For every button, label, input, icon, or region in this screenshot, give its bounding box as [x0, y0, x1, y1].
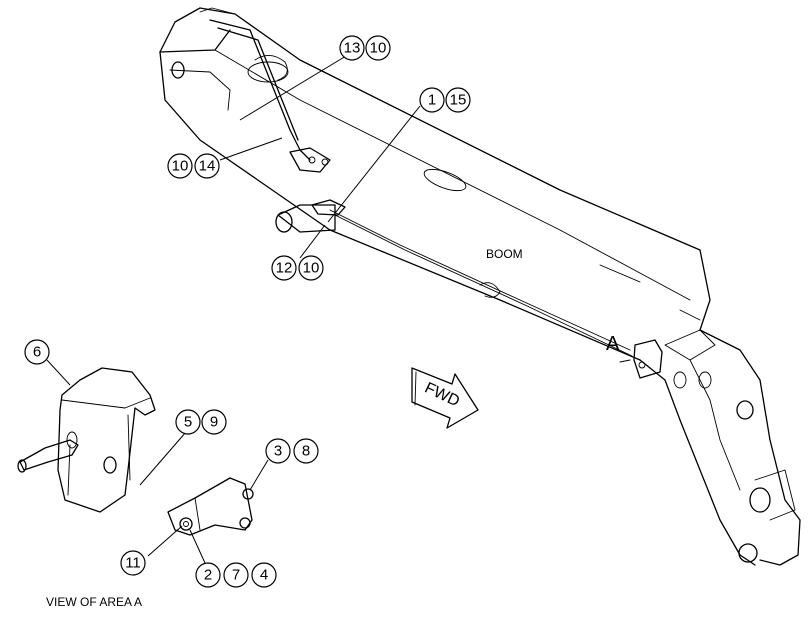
- boom-body: [159, 7, 711, 361]
- svg-text:9: 9: [210, 414, 218, 431]
- callout-8: 8: [293, 438, 319, 464]
- area-a-bracket-on-boom: [619, 339, 663, 379]
- svg-text:2: 2: [204, 567, 212, 584]
- svg-text:7: 7: [232, 567, 240, 584]
- svg-text:13: 13: [344, 40, 361, 57]
- detail-view-area-a: [17, 367, 254, 536]
- callout-3: 3: [265, 438, 291, 464]
- svg-text:11: 11: [125, 555, 141, 572]
- svg-text:5: 5: [184, 414, 192, 431]
- view-caption: VIEW OF AREA A: [46, 595, 142, 609]
- callout-10: 10: [298, 255, 324, 281]
- svg-text:14: 14: [199, 158, 216, 175]
- svg-text:6: 6: [33, 344, 41, 361]
- callout-4: 4: [251, 562, 277, 588]
- svg-text:12: 12: [276, 260, 293, 277]
- boom-label: BOOM: [486, 247, 523, 261]
- callout-1: 1: [419, 87, 445, 113]
- svg-text:3: 3: [274, 443, 282, 460]
- callout-15: 15: [445, 87, 471, 113]
- svg-text:8: 8: [302, 443, 310, 460]
- callouts: 13 10 1 15 10 14 12 10: [24, 35, 471, 588]
- svg-text:1: 1: [428, 92, 436, 109]
- callout-11: 11: [120, 550, 146, 576]
- fwd-arrow: FWD: [411, 367, 479, 429]
- callout-5: 5: [175, 409, 201, 435]
- callout-10: 10: [365, 35, 391, 61]
- svg-text:10: 10: [172, 158, 189, 175]
- leader-lines: [46, 55, 421, 564]
- boom-nose: [639, 309, 801, 566]
- callout-2: 2: [195, 562, 221, 588]
- svg-text:15: 15: [450, 92, 467, 109]
- callout-13: 13: [339, 35, 365, 61]
- callout-6: 6: [24, 339, 50, 365]
- callout-7: 7: [223, 562, 249, 588]
- svg-text:4: 4: [260, 567, 268, 584]
- callout-9: 9: [201, 409, 227, 435]
- area-a-marker: A: [606, 333, 620, 355]
- callout-12: 12: [271, 255, 297, 281]
- svg-text:10: 10: [303, 260, 320, 277]
- svg-text:10: 10: [370, 40, 387, 57]
- callout-14: 14: [194, 153, 220, 179]
- callout-10: 10: [167, 153, 193, 179]
